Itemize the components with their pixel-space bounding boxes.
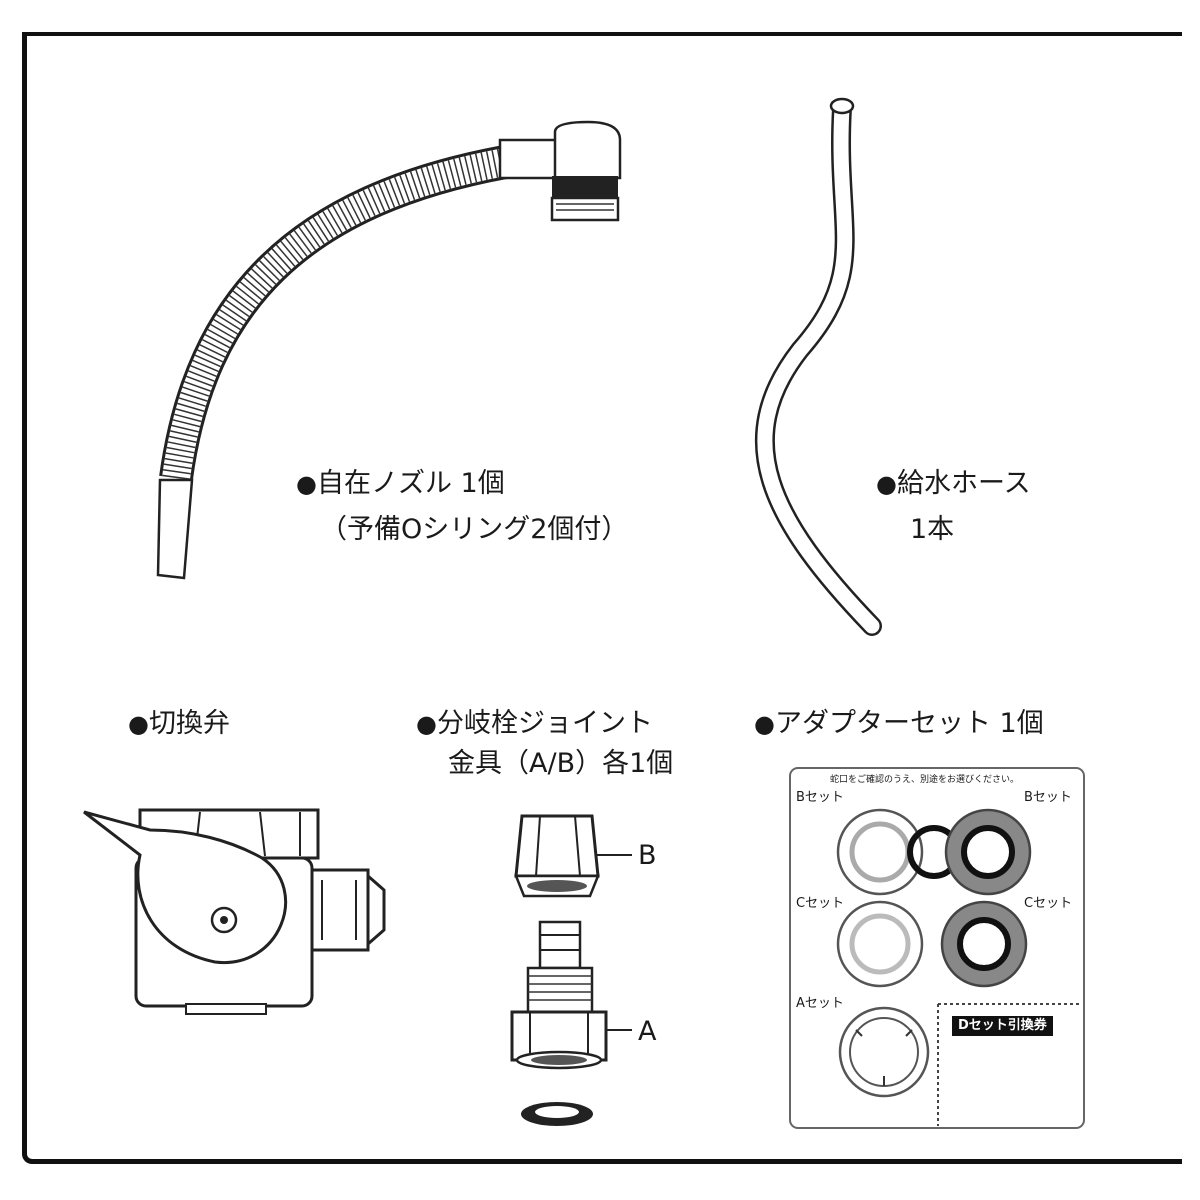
valve-drawing xyxy=(83,808,386,1015)
valve-title: ●切換弁 xyxy=(128,708,230,739)
joint-label-b: B xyxy=(638,840,657,871)
adapter-b-left: Bセット xyxy=(796,790,844,805)
nozzle-title: ●自在ノズル 1個 xyxy=(296,468,505,499)
joint-title: ●分岐栓ジョイント xyxy=(416,708,653,739)
joint-drawing xyxy=(510,814,632,1126)
adapter-b-right: Bセット xyxy=(1024,790,1072,805)
adapter-title: ●アダプターセット 1個 xyxy=(754,708,1044,739)
joint-subtitle: 金具（A/B）各1個 xyxy=(448,748,674,779)
hose-title: ●給水ホース xyxy=(876,468,1031,499)
joint-label-a: A xyxy=(638,1016,657,1047)
nozzle-drawing xyxy=(156,120,622,580)
figure-frame xyxy=(22,32,1182,1164)
hose-count: 1本 xyxy=(910,514,955,545)
adapter-card-drawing xyxy=(789,767,1085,1129)
adapter-d-ticket: Dセット引換券 xyxy=(952,1016,1053,1036)
nozzle-note: （予備Oシリング2個付） xyxy=(320,514,629,545)
adapter-card-note: 蛇口をご確認のうえ、別途をお選びください。 xyxy=(830,775,1020,785)
adapter-a-left: Aセット xyxy=(796,996,844,1011)
adapter-c-left: Cセット xyxy=(796,896,845,911)
hose-drawing xyxy=(755,97,882,636)
adapter-c-right: Cセット xyxy=(1024,896,1073,911)
